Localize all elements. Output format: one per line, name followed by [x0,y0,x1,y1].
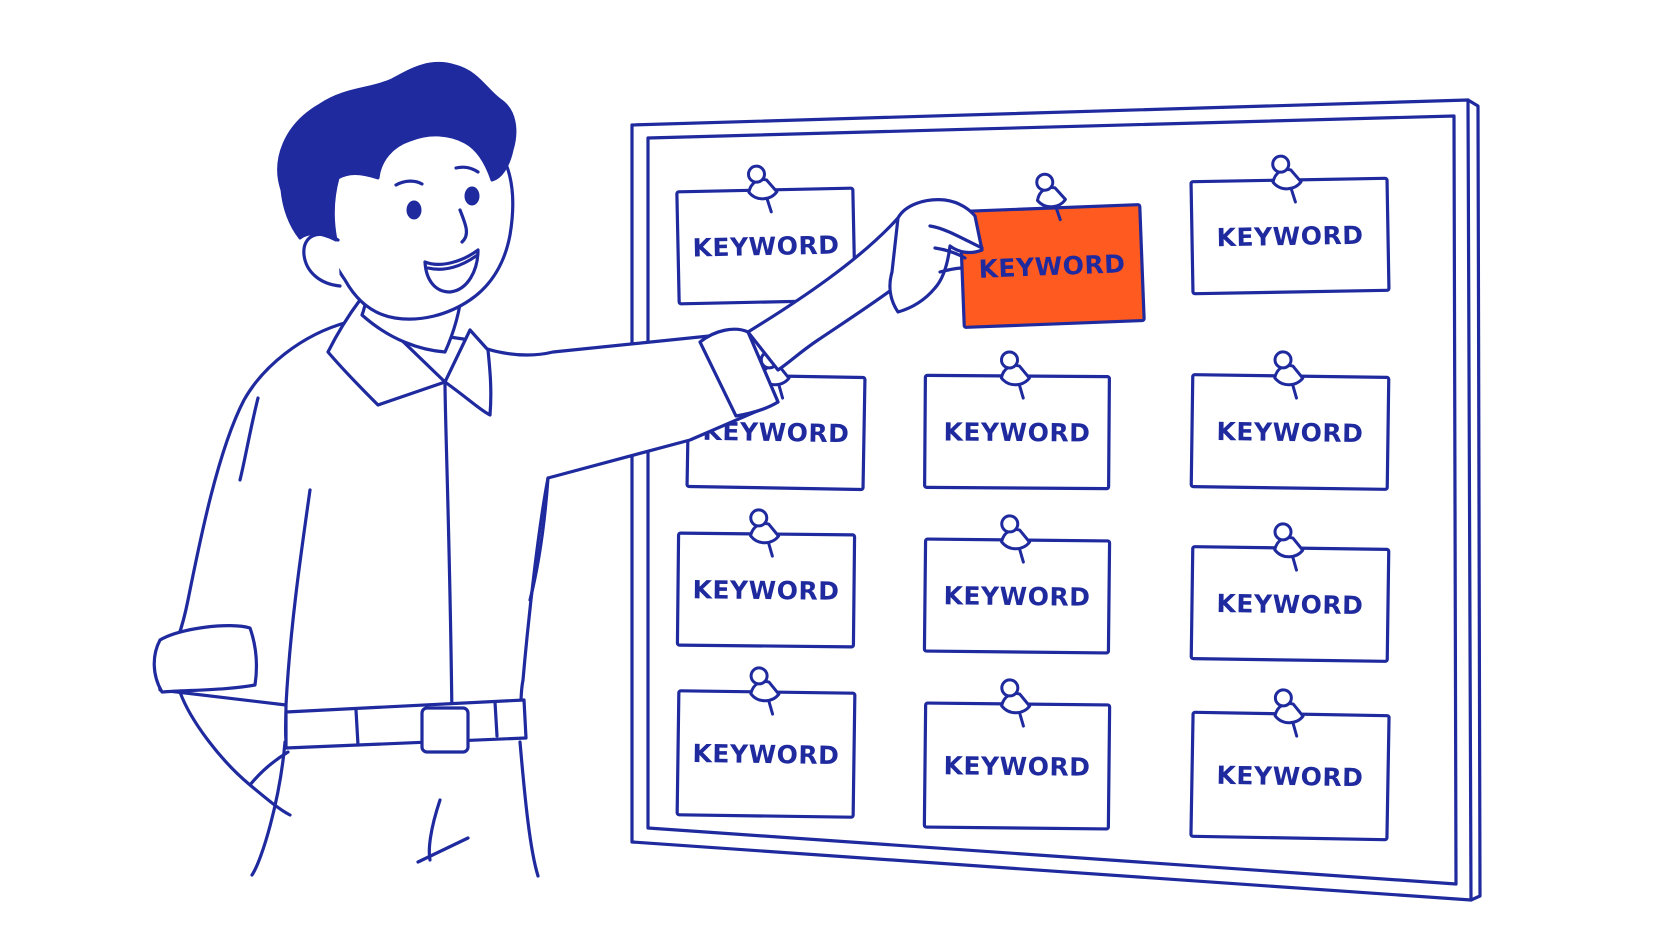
person-illustration [152,61,984,878]
keyword-card: KEYWORD [1189,154,1391,296]
pushpin-icon [1000,678,1032,728]
pushpin-icon [1271,154,1303,204]
board-depth-edge [1466,98,1482,902]
keyword-card: KEYWORD [1189,522,1391,663]
ear [302,232,342,288]
keyword-card: KEYWORD [958,172,1146,329]
teeth-line [426,254,478,271]
keyword-card: KEYWORD [675,164,857,306]
card-label: KEYWORD [943,581,1090,612]
nose [458,208,469,244]
left-sleeve-cuff [152,624,258,694]
belt-buckle [420,706,470,754]
board-inner-frame [646,114,1458,886]
keyword-card: KEYWORD [675,508,857,649]
pushpin-icon [1273,522,1305,572]
keyword-card: KEYWORD [923,350,1111,491]
left-eye [406,200,422,220]
card-label: KEYWORD [1216,761,1363,793]
pushpin-icon [749,508,781,558]
right-sleeve-cuff [698,327,780,418]
pushpin-icon [746,164,779,214]
trousers [250,740,540,878]
pushpin-icon [1273,688,1305,738]
pushpin-icon [1000,514,1032,564]
hair [277,61,517,242]
keyword-card: KEYWORD [1189,688,1391,842]
card-label: KEYWORD [978,249,1126,284]
card-label: KEYWORD [943,417,1090,447]
keyword-card: KEYWORD [675,666,857,819]
keyword-card: KEYWORD [922,514,1112,655]
shirt-folds [238,396,550,707]
keyword-card: KEYWORD [1189,350,1391,491]
right-hand [888,198,984,314]
smile [423,248,480,294]
card-label: KEYWORD [1216,221,1363,253]
keyword-board: KEYWORD KEYWORD KEYWORD KEYWORD KEYWORD KEYWO… [630,98,1482,902]
pushpin-icon [749,666,781,716]
card-label: KEYWORD [692,230,839,262]
left-hand [178,690,292,817]
card-label: KEYWORD [692,739,839,770]
pushpin-icon [1273,350,1305,400]
pushpin-icon [999,350,1031,400]
keyword-cards: KEYWORD KEYWORD KEYWORD KEYWORD KEYWORD KEYWO… [675,154,1391,842]
belt-loops [354,700,499,747]
keyword-card: KEYWORD [922,678,1112,831]
card-label: KEYWORD [1216,589,1363,620]
card-label: KEYWORD [943,751,1090,782]
shirt-placket [443,380,454,722]
right-eye [464,186,480,206]
card-label: KEYWORD [1216,417,1363,448]
eyebrows [394,165,480,187]
card-label: KEYWORD [692,575,839,606]
right-hand-fingers [928,224,984,274]
pushpin-icon [1035,172,1067,222]
